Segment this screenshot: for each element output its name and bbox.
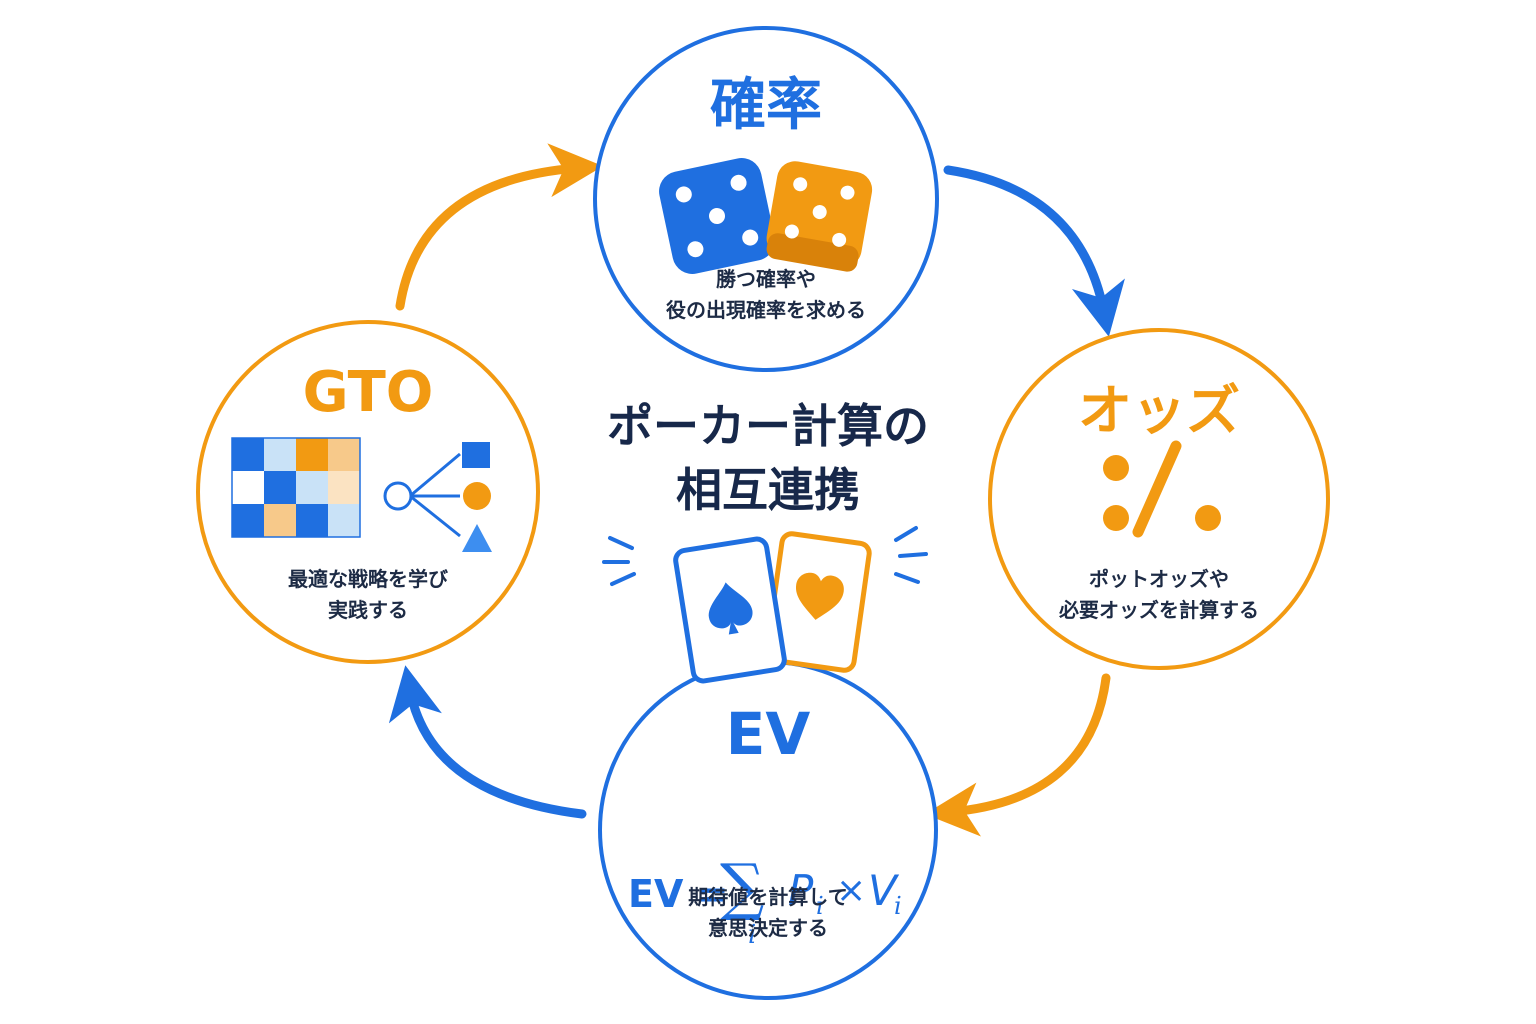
probability-node: 確率 勝つ確率や 役の出現確率を求める xyxy=(593,26,939,372)
odds-node: オッズ ポットオッズや 必要オッズを計算する xyxy=(988,328,1330,670)
dice-icon xyxy=(659,158,873,274)
strategy-grid-tree-icon xyxy=(231,437,492,552)
probability-desc-line2: 役の出現確率を求める xyxy=(666,298,866,322)
formula-p-sub: i xyxy=(816,892,824,920)
ev-description: 期待値を計算して 意思決定する xyxy=(602,882,934,944)
ev-desc-line1: 期待値を計算して xyxy=(688,885,848,909)
odds-title: オッズ xyxy=(1078,379,1240,442)
arrow-ev-to-gto xyxy=(388,665,587,819)
formula-v: V xyxy=(868,866,897,915)
probability-desc-line1: 勝つ確率や xyxy=(716,267,816,291)
ev-node: EV EV = ∑ i P i × V i 期待値を計算して 意思決定する xyxy=(598,660,938,1000)
gto-desc-line1: 最適な戦略を学び xyxy=(288,567,448,591)
odds-desc-line2: 必要オッズを計算する xyxy=(1059,598,1259,622)
formula-lhs: EV = xyxy=(628,872,729,916)
arrow-gto-to-probability xyxy=(395,143,604,311)
gto-node: GTO 最適な戦略を学び 実践する xyxy=(196,320,540,664)
ratio-percent-icon xyxy=(1103,440,1221,538)
ev-desc-line2: 意思決定する xyxy=(708,916,828,940)
formula-v-sub: i xyxy=(894,892,902,920)
playing-cards-icon xyxy=(602,526,928,684)
probability-description: 勝つ確率や 役の出現確率を求める xyxy=(597,264,935,326)
ev-title: EV xyxy=(725,700,811,768)
formula-p: P xyxy=(788,866,814,915)
arrow-odds-to-ev xyxy=(924,673,1111,837)
gto-title: GTO xyxy=(302,360,434,425)
odds-desc-line1: ポットオッズや xyxy=(1089,567,1229,591)
gto-desc-line2: 実践する xyxy=(328,598,408,622)
formula-sigma: ∑ xyxy=(720,850,765,923)
diagram-title-line2: 相互連携 xyxy=(676,463,860,517)
odds-description: ポットオッズや 必要オッズを計算する xyxy=(992,564,1326,626)
arrow-probability-to-odds xyxy=(943,165,1125,337)
probability-title: 確率 xyxy=(710,73,822,138)
ev-formula: EV = ∑ i P i × V i xyxy=(602,844,934,954)
formula-sigma-index: i xyxy=(748,920,757,950)
formula-times: × xyxy=(836,870,867,911)
diagram-title: ポーカー計算の 相互連携 xyxy=(568,394,968,522)
diagram-title-line1: ポーカー計算の xyxy=(607,399,929,453)
gto-description: 最適な戦略を学び 実践する xyxy=(200,564,536,626)
